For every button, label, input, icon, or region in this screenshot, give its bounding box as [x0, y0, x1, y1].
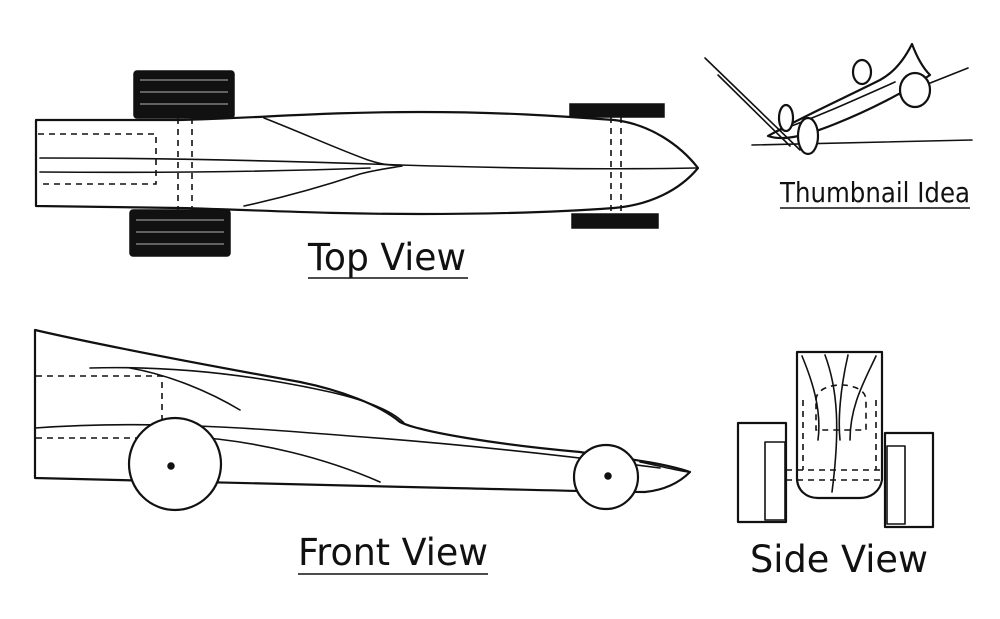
thumbnail-front-wheel-far — [777, 103, 795, 133]
top-view-front-wheel-lower — [571, 213, 659, 229]
side-view-left-wheel — [736, 421, 788, 524]
side-view-center-curve-b — [838, 354, 849, 441]
top-view-lower-swoop — [243, 165, 403, 207]
top-view-drawing — [34, 70, 700, 257]
front-view-upper-swoop — [129, 367, 241, 411]
front-view-front-axle — [604, 472, 612, 480]
front-view-mid-line — [34, 423, 661, 469]
front-view-rear-axle — [167, 462, 175, 470]
thumbnail-perspective-line-a — [704, 57, 801, 151]
side-view-left-wheel-hub — [764, 441, 786, 521]
top-view-label: Top View — [307, 236, 466, 279]
top-view-center-line-lower — [39, 167, 371, 174]
side-view-right-wheel-hub — [886, 445, 906, 525]
top-view-upper-swoop — [263, 117, 401, 167]
top-view-center-line-upper — [39, 157, 697, 170]
side-view-label: Side View — [750, 538, 928, 581]
side-view-body-outline — [795, 350, 884, 500]
front-view-body-outline — [33, 328, 692, 494]
thumbnail-front-wheel — [796, 116, 820, 156]
thumbnail-perspective-line-b — [717, 74, 791, 147]
thumbnail-idea-label: Thumbnail Idea — [779, 176, 970, 209]
top-view-weight-pocket — [38, 133, 157, 185]
top-view-front-wheel-upper — [569, 103, 665, 118]
side-view-right-wheel — [883, 431, 935, 529]
side-view-drawing — [736, 350, 935, 529]
front-view-cockpit-line — [89, 366, 406, 425]
top-view-rear-wheel-lower — [129, 209, 231, 257]
thumbnail-car-body — [766, 42, 932, 140]
side-view-right-curve — [849, 355, 877, 441]
front-view-drawing — [33, 328, 692, 512]
top-view-body-outline — [34, 110, 700, 216]
front-view-label: Front View — [298, 531, 488, 574]
thumbnail-rear-wheel-far — [851, 58, 873, 86]
top-view-rear-wheel-upper — [133, 70, 235, 119]
thumbnail-idea-sketch — [704, 42, 973, 156]
thumbnail-rear-wheel — [898, 71, 932, 109]
front-view-rear-wheel — [127, 416, 223, 512]
side-view-center-curve-a — [824, 354, 838, 493]
front-view-nose-line — [639, 461, 689, 473]
side-view-cockpit-dash — [815, 384, 867, 431]
side-view-left-curve — [801, 355, 820, 441]
front-view-weight-pocket — [36, 375, 163, 439]
